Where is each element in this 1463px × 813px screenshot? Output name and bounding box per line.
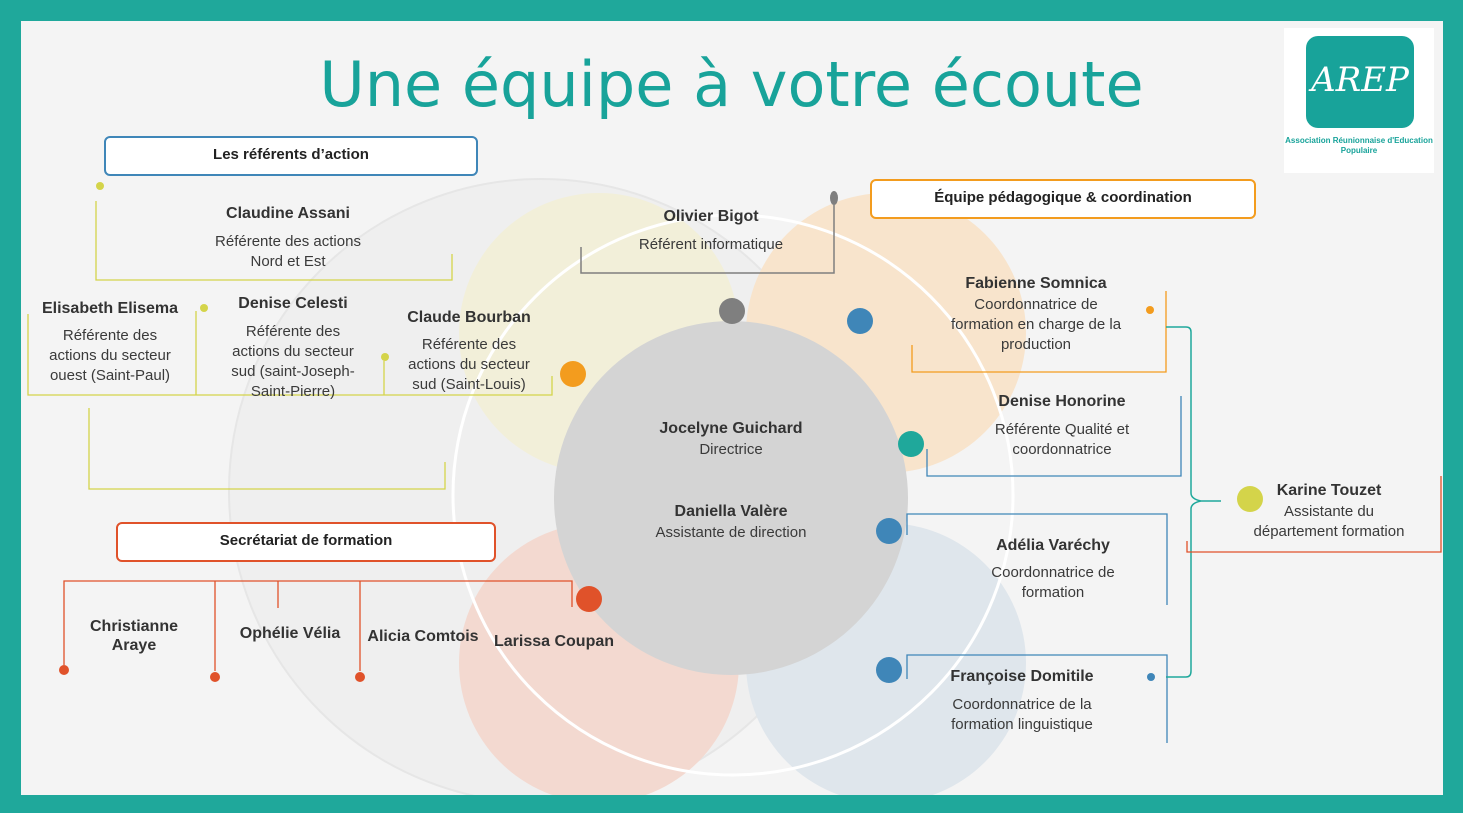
elisabeth-role-1: Référente des	[62, 327, 158, 344]
denise-c-role-3: sud (saint-Joseph-	[231, 363, 355, 380]
claudine-role-2: Nord et Est	[250, 253, 326, 270]
francoise-role-1: Coordonnatrice de la	[952, 696, 1092, 713]
olivier-connector	[580, 205, 835, 274]
francoise-role-2: formation linguistique	[951, 716, 1093, 733]
christianne-name-1: Christianne	[89, 618, 178, 635]
referents-connectors	[27, 201, 553, 490]
logo-caption: Association Réunionnaise d'Education Pop…	[1285, 136, 1433, 155]
fabienne-name: Fabienne Somnica	[965, 275, 1107, 292]
adelia-role-2: formation	[1021, 584, 1085, 601]
karine-connector	[1186, 476, 1442, 553]
assistant-name: Daniella Valère	[674, 503, 788, 520]
karine-role-1: Assistante du	[1283, 503, 1375, 520]
denise-h-connector	[926, 396, 1182, 477]
small-dot	[96, 182, 104, 190]
small-dot	[1146, 306, 1154, 314]
node-dot-blue-top	[847, 308, 873, 334]
node-dot-blue-mid	[876, 518, 902, 544]
director-name: Jocelyne Guichard	[659, 420, 803, 437]
larissa-name: Larissa Coupan	[493, 633, 615, 650]
equipe-brace	[1166, 326, 1221, 678]
fabienne-connector	[911, 291, 1167, 373]
denise-h-name: Denise Honorine	[998, 393, 1126, 410]
diagram-canvas	[27, 178, 1442, 795]
small-dot	[210, 672, 220, 682]
adelia-connector	[906, 513, 1168, 605]
small-dot	[355, 672, 365, 682]
olivier-role: Référent informatique	[638, 236, 784, 253]
denise-c-role-4: Saint-Pierre)	[250, 383, 336, 400]
node-dot-orange	[560, 361, 586, 387]
slide	[21, 21, 1443, 795]
claudine-role-1: Référente des actions	[215, 233, 361, 250]
arep-logo: AREP Association Réunionnaise d'Educatio…	[1284, 28, 1434, 173]
node-dot-gray	[719, 298, 745, 324]
olivier-name: Olivier Bigot	[663, 208, 759, 225]
claudine-name: Claudine Assani	[226, 205, 350, 222]
page-title: Une équipe à votre écoute	[319, 48, 1144, 121]
denise-c-role-2: actions du secteur	[232, 343, 354, 360]
claude-name: Claude Bourban	[407, 309, 531, 326]
claude-role-2: actions du secteur	[408, 356, 530, 373]
logo-mark: AREP	[1306, 36, 1414, 128]
assistant-role: Assistante de direction	[655, 524, 807, 541]
box-secretariat: Secrétariat de formation	[116, 522, 496, 562]
small-dot	[830, 191, 838, 205]
director-role: Directrice	[699, 441, 763, 458]
node-dot-red	[576, 586, 602, 612]
adelia-role-1: Coordonnatrice de	[991, 564, 1115, 581]
elisabeth-name: Elisabeth Elisema	[41, 300, 179, 317]
francoise-connector	[906, 654, 1168, 743]
denise-c-name: Denise Celesti	[238, 295, 348, 312]
center-circle	[554, 321, 908, 675]
claude-role-3: sud (Saint-Louis)	[412, 376, 526, 393]
fabienne-role-3: production	[1000, 336, 1072, 353]
karine-name: Karine Touzet	[1276, 482, 1382, 499]
elisabeth-role-2: actions du secteur	[49, 347, 171, 364]
francoise-name: Françoise Domitile	[950, 668, 1094, 685]
claude-role-1: Référente des	[421, 336, 517, 353]
small-dot	[381, 353, 389, 361]
node-dot-teal	[898, 431, 924, 457]
fabienne-role-2: formation en charge de la	[950, 316, 1122, 333]
small-dot	[59, 665, 69, 675]
small-dot	[1147, 673, 1155, 681]
node-dot-blue-bottom	[876, 657, 902, 683]
ring	[451, 213, 1015, 777]
node-dot-yellow-karine	[1237, 486, 1263, 512]
elisabeth-role-3: ouest (Saint-Paul)	[49, 367, 171, 384]
logo-lettering: AREP	[1311, 60, 1409, 100]
box-referents: Les référents d’action	[104, 136, 478, 176]
adelia-name: Adélia Varéchy	[996, 537, 1110, 554]
alicia-name: Alicia Comtois	[367, 628, 479, 645]
small-dot	[200, 304, 208, 312]
karine-role-2: département formation	[1253, 523, 1405, 540]
christianne-name-2: Araye	[111, 637, 157, 654]
denise-h-role-2: coordonnatrice	[1012, 441, 1112, 458]
ophelie-name: Ophélie Vélia	[239, 625, 341, 642]
secretariat-connectors	[63, 580, 573, 671]
box-equipe: Équipe pédagogique & coordination	[870, 179, 1256, 219]
denise-h-role-1: Référente Qualité et	[994, 421, 1130, 438]
fabienne-role-1: Coordonnatrice de	[974, 296, 1098, 313]
denise-c-role-1: Référente des	[245, 323, 341, 340]
